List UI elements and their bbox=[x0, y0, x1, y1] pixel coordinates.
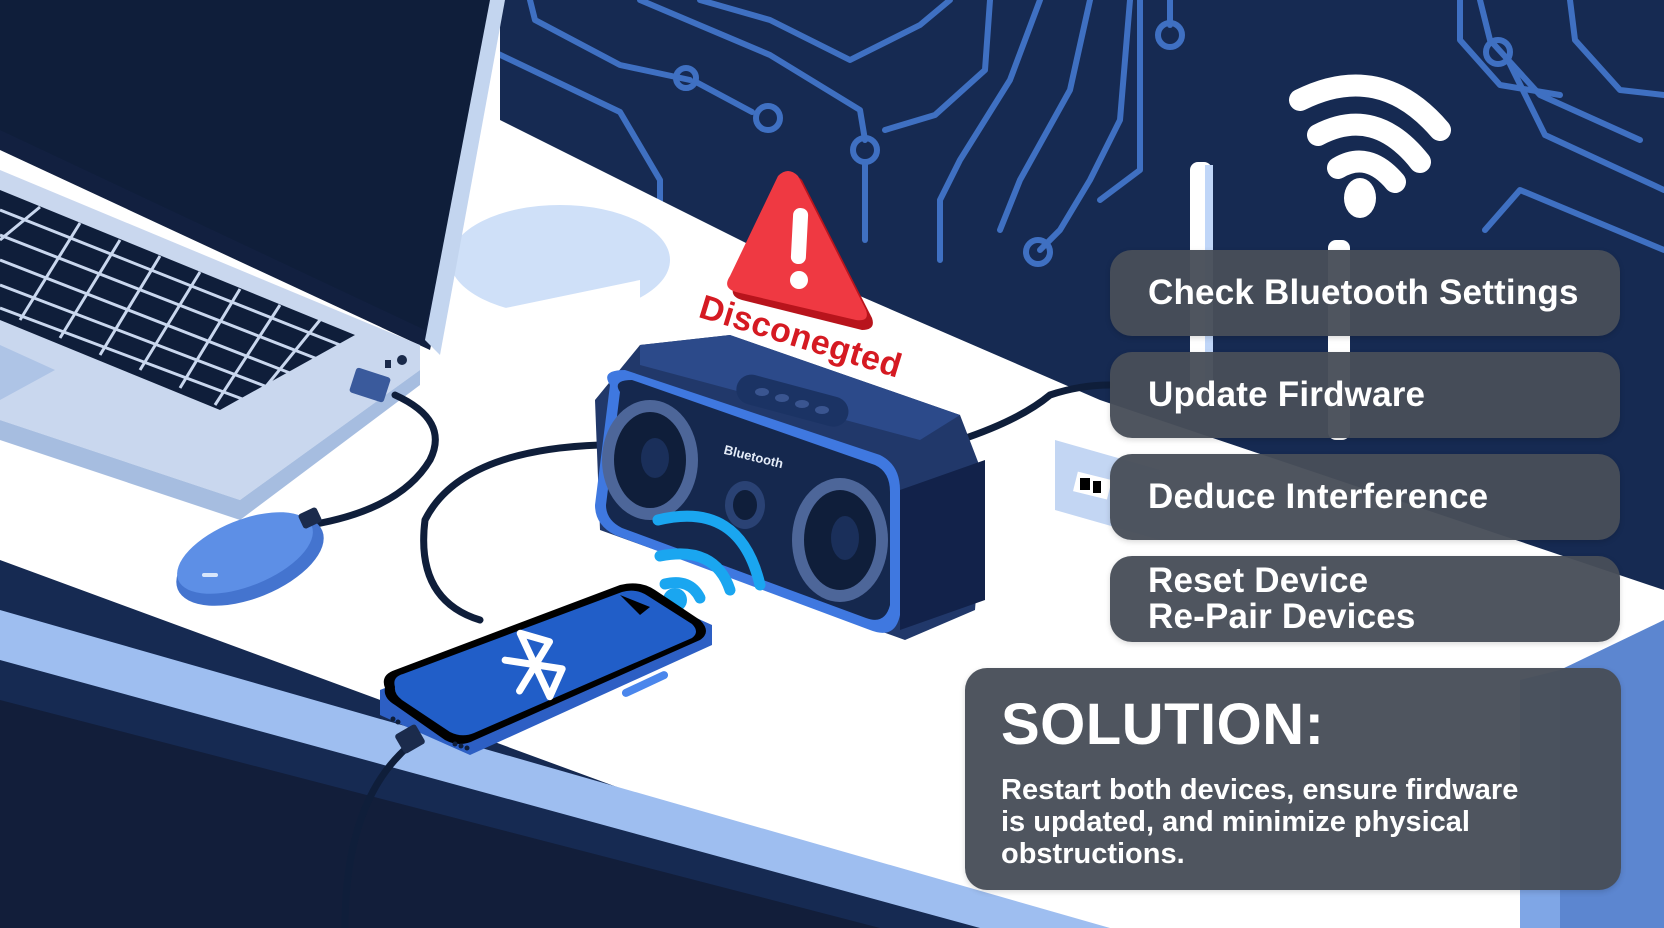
step-label: Update Firdware bbox=[1148, 375, 1426, 414]
solution-title: SOLUTION: bbox=[1001, 692, 1325, 757]
bluetooth-icon bbox=[501, 629, 566, 701]
wifi-signal-icon bbox=[1289, 74, 1451, 193]
bluetooth-signal-waves-icon bbox=[652, 510, 766, 604]
step-label: Deduce Interference bbox=[1148, 477, 1489, 516]
step-reduce-interference: Deduce Interference bbox=[1110, 454, 1620, 540]
step-update-firmware: Update Firdware bbox=[1110, 352, 1620, 438]
step-label: Check Bluetooth Settings bbox=[1148, 273, 1579, 312]
step-check-bluetooth-settings: Check Bluetooth Settings bbox=[1110, 250, 1620, 336]
solution-line: obstructions. bbox=[1001, 838, 1185, 870]
solution-line: Restart both devices, ensure firdware bbox=[1001, 774, 1519, 806]
solution-line: is updated, and minimize physical bbox=[1001, 806, 1470, 838]
solution-body: Restart both devices, ensure firdware is… bbox=[1001, 774, 1585, 870]
bluetooth-speaker bbox=[595, 335, 985, 640]
step-reset-repair: Reset Device Re-Pair Devices bbox=[1110, 556, 1620, 642]
step-label: Reset Device bbox=[1148, 561, 1369, 600]
mouse bbox=[176, 507, 324, 606]
step-label-secondary: Re-Pair Devices bbox=[1148, 597, 1416, 636]
warning-triangle-icon bbox=[727, 171, 873, 330]
circuit-pattern bbox=[487, 0, 1664, 267]
solution-panel: SOLUTION: Restart both devices, ensure f… bbox=[965, 668, 1621, 890]
